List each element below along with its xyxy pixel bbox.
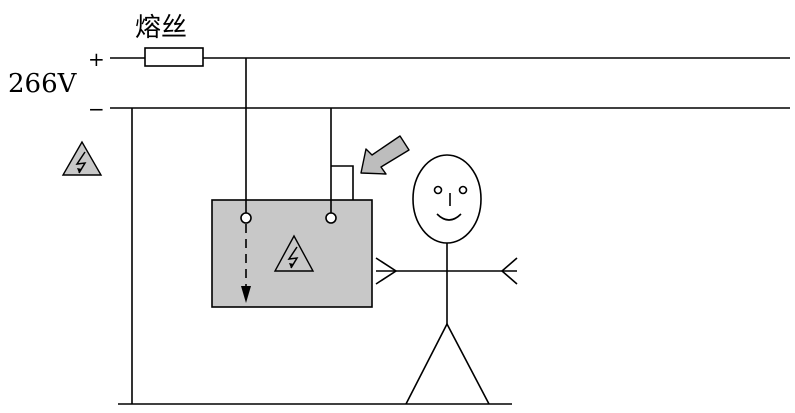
person-left-hand [375,257,398,285]
equipment-enclosure [211,199,373,308]
person-right-eye [458,185,468,195]
high-voltage-warning-icon [61,140,103,176]
right-terminal [325,212,337,224]
person-legs [405,322,490,405]
fault-arrow-icon [360,135,410,175]
leakage-current-arrowhead [241,286,251,303]
person-mouth [436,213,462,221]
insulation-fault-box [331,165,354,200]
person-right-hand [500,257,518,285]
person-head [412,154,482,244]
enclosure-warning-icon [273,234,315,272]
fuse-symbol [144,47,204,67]
left-terminal [240,212,252,224]
negative-terminal-sign: − [88,97,105,121]
person-left-eye [433,185,443,195]
fuse-label: 熔丝 [135,13,187,43]
voltage-label: 266V [8,69,78,99]
positive-terminal-sign: + [88,47,105,71]
person-figure [375,154,518,405]
